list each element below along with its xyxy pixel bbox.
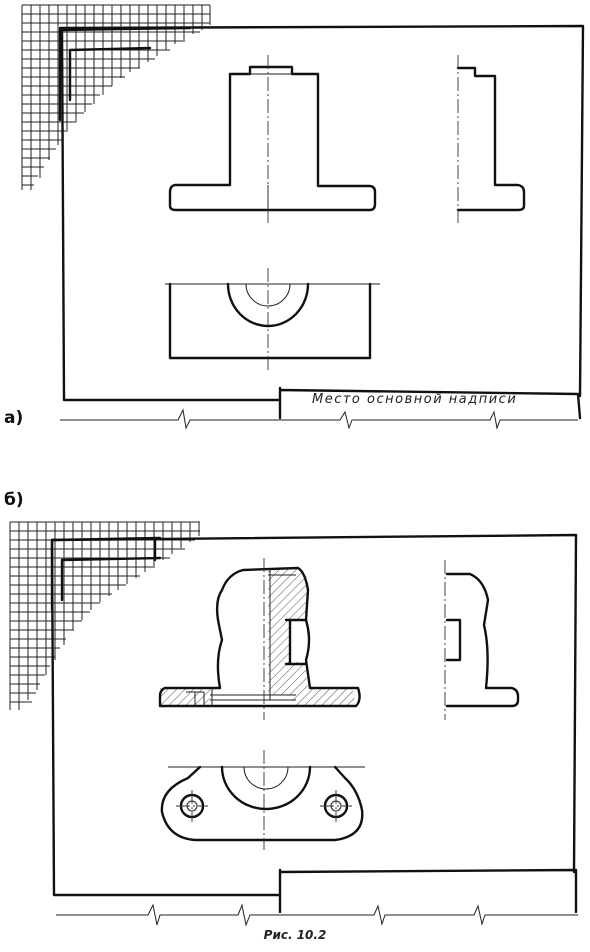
figure-caption: Рис. 10.2 — [263, 928, 327, 942]
title-block-b — [278, 868, 578, 914]
title-block-text: Место основной надписи — [312, 392, 518, 407]
sheet-a — [21, 4, 585, 430]
sheet-edge-a — [60, 408, 578, 430]
title-block-a — [278, 386, 582, 420]
part-b-label: б) — [4, 490, 24, 510]
side-view-b — [444, 560, 520, 720]
sheet-edge-b — [56, 903, 578, 927]
frame-a — [58, 24, 585, 402]
plan-view-a — [165, 268, 380, 372]
front-view-a — [168, 55, 377, 225]
plan-view-b — [160, 750, 365, 850]
grid-corner-b — [9, 521, 200, 710]
grid-corner-a — [21, 4, 211, 190]
sheet-b — [9, 521, 578, 927]
side-view-a — [456, 55, 526, 225]
frame-b — [50, 533, 578, 897]
part-a-label: а) — [4, 408, 24, 428]
front-view-b — [158, 558, 361, 720]
